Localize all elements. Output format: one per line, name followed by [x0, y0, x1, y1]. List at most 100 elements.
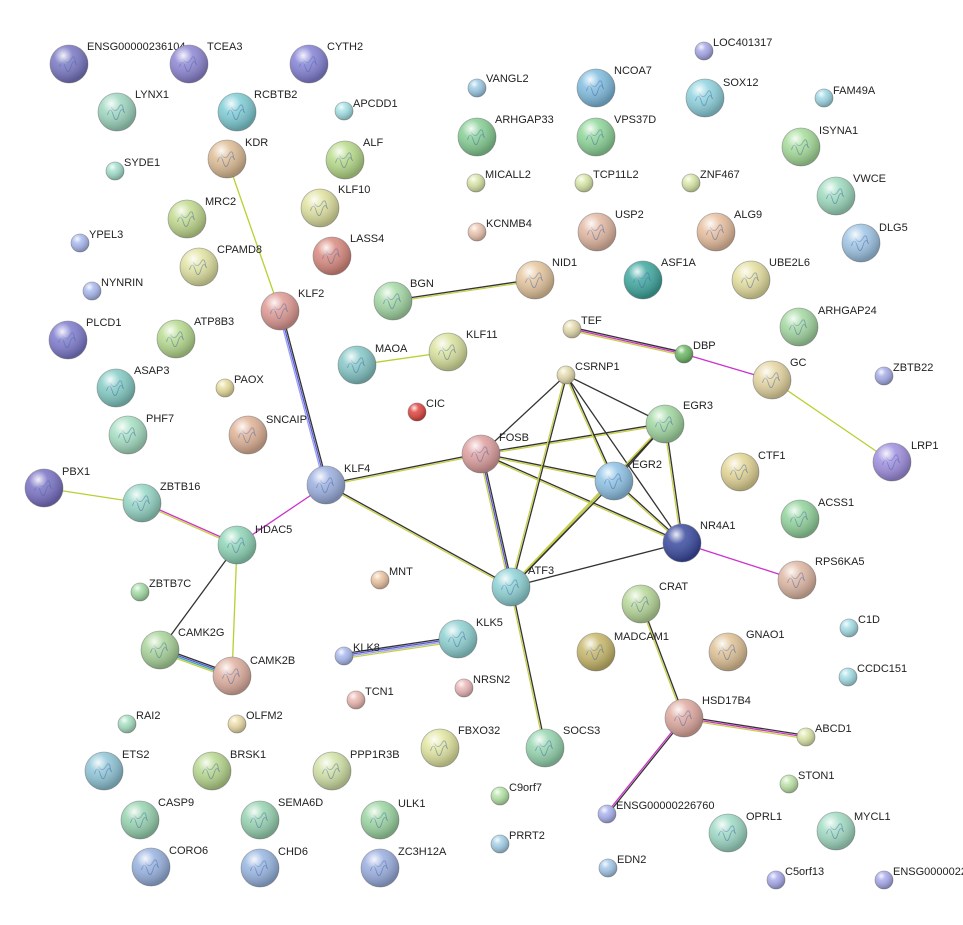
edge-fosb-egr3[interactable] [480, 422, 666, 456]
node-casp9[interactable]: CASP9 [120, 797, 194, 840]
node-vps37d[interactable]: VPS37D [576, 114, 656, 157]
node-klk8[interactable]: KLK8 [334, 642, 380, 666]
edge-fosb-atf3[interactable] [478, 453, 514, 588]
edge-egr2-atf3[interactable] [509, 479, 616, 589]
node-pbx1[interactable]: PBX1 [24, 466, 90, 508]
node-alg9[interactable]: ALG9 [696, 209, 762, 252]
node-edn2[interactable]: EDN2 [598, 854, 646, 878]
node-mycl1[interactable]: MYCL1 [816, 811, 891, 851]
node-coro6[interactable]: CORO6 [131, 845, 208, 887]
node-nr4a1[interactable]: NR4A1 [662, 520, 735, 563]
node-rcbtb2[interactable]: RCBTB2 [217, 89, 297, 132]
edge-kdr-klf2[interactable] [226, 158, 281, 312]
node-rai2[interactable]: RAI2 [117, 710, 160, 734]
node-ncoa7[interactable]: NCOA7 [576, 65, 652, 108]
node-nrsn2[interactable]: NRSN2 [454, 674, 510, 698]
node-egr3[interactable]: EGR3 [645, 400, 713, 444]
node-ets2[interactable]: ETS2 [84, 749, 150, 791]
node-ensg00000236104[interactable]: ENSG00000236104 [49, 41, 185, 84]
node-usp2[interactable]: USP2 [577, 209, 644, 252]
node-kdr[interactable]: KDR [207, 137, 268, 179]
node-klf11[interactable]: KLF11 [428, 329, 498, 372]
node-sncaip[interactable]: SNCAIP [228, 414, 307, 455]
node-paox[interactable]: PAOX [215, 374, 264, 398]
node-acss1[interactable]: ACSS1 [780, 497, 854, 539]
node-lynx1[interactable]: LYNX1 [97, 89, 169, 132]
edge-fosb-egr2[interactable] [480, 452, 615, 483]
edge-hdac5-camk2b[interactable] [231, 544, 238, 677]
node-plcd1[interactable]: PLCD1 [48, 317, 121, 360]
edge-hsd17b4-ensg00000226760[interactable] [605, 717, 686, 815]
node-hsd17b4[interactable]: HSD17B4 [664, 695, 751, 738]
node-vwce[interactable]: VWCE [816, 173, 886, 216]
node-tcn1[interactable]: TCN1 [346, 686, 394, 710]
node-micall2[interactable]: MICALL2 [466, 169, 531, 193]
node-nynrin[interactable]: NYNRIN [82, 277, 143, 301]
node-fosb[interactable]: FOSB [461, 432, 529, 474]
node-hdac5[interactable]: HDAC5 [217, 524, 292, 565]
node-asap3[interactable]: ASAP3 [96, 365, 169, 408]
node-phf7[interactable]: PHF7 [108, 413, 174, 455]
node-ston1[interactable]: STON1 [779, 770, 834, 794]
node-tcp11l2[interactable]: TCP11L2 [574, 169, 639, 193]
edge-bgn-nid1[interactable] [392, 278, 536, 303]
node-cic[interactable]: CIC [407, 398, 445, 422]
edge-csrnp1-nr4a1[interactable] [565, 374, 683, 544]
node-syde1[interactable]: SYDE1 [105, 157, 160, 181]
node-asf1a[interactable]: ASF1A [623, 257, 697, 300]
edge-hdac5-camk2g[interactable] [159, 544, 238, 651]
node-camk2g[interactable]: CAMK2G [140, 627, 224, 670]
edge-fosb-nr4a1[interactable] [480, 452, 683, 545]
node-mnt[interactable]: MNT [370, 566, 413, 590]
node-camk2b[interactable]: CAMK2B [212, 655, 295, 696]
node-gc[interactable]: GC [752, 357, 807, 400]
node-cyth2[interactable]: CYTH2 [289, 41, 363, 84]
node-bgn[interactable]: BGN [373, 278, 434, 321]
node-dlg5[interactable]: DLG5 [841, 222, 908, 263]
node-isyna1[interactable]: ISYNA1 [781, 125, 858, 167]
node-loc401317[interactable]: LOC401317 [694, 37, 772, 61]
edge-klf2-klf4[interactable] [277, 310, 329, 486]
node-klk5[interactable]: KLK5 [438, 617, 503, 659]
node-c5orf13[interactable]: C5orf13 [766, 866, 824, 890]
node-fbxo32[interactable]: FBXO32 [420, 725, 500, 768]
node-apcdd1[interactable]: APCDD1 [334, 98, 398, 121]
edge-tef-dbp[interactable] [571, 326, 685, 357]
node-fam49a[interactable]: FAM49A [814, 85, 876, 108]
node-sox12[interactable]: SOX12 [685, 77, 758, 118]
edge-nr4a1-rps6ka5[interactable] [681, 542, 798, 581]
node-ensg00000226760[interactable]: ENSG00000226760 [597, 800, 714, 824]
node-ypel3[interactable]: YPEL3 [70, 229, 123, 253]
node-ulk1[interactable]: ULK1 [360, 798, 426, 840]
edge-atf3-socs3[interactable] [509, 586, 547, 749]
edge-csrnp1-atf3[interactable] [509, 374, 568, 588]
node-nid1[interactable]: NID1 [515, 257, 577, 300]
node-socs3[interactable]: SOCS3 [525, 725, 600, 768]
node-tcea3[interactable]: TCEA3 [169, 41, 242, 84]
node-olfm2[interactable]: OLFM2 [227, 710, 283, 734]
node-klf2[interactable]: KLF2 [260, 288, 324, 331]
node-brsk1[interactable]: BRSK1 [192, 749, 266, 791]
node-atp8b3[interactable]: ATP8B3 [156, 316, 234, 359]
node-crat[interactable]: CRAT [621, 581, 688, 624]
node-egr2[interactable]: EGR2 [594, 459, 662, 501]
node-kcnmb4[interactable]: KCNMB4 [467, 218, 532, 242]
edge-nr4a1-atf3[interactable] [510, 542, 683, 588]
node-klf10[interactable]: KLF10 [300, 184, 370, 228]
edge-hsd17b4-abcd1[interactable] [683, 715, 807, 740]
node-arhgap24[interactable]: ARHGAP24 [779, 305, 877, 347]
node-lass4[interactable]: LASS4 [312, 233, 384, 276]
node-ensg0000022[interactable]: ENSG0000022 [874, 866, 963, 890]
node-ube2l6[interactable]: UBE2L6 [731, 257, 810, 300]
node-oprl1[interactable]: OPRL1 [708, 811, 782, 853]
edge-csrnp1-egr2[interactable] [564, 374, 616, 482]
node-ctf1[interactable]: CTF1 [720, 450, 786, 492]
node-madcam1[interactable]: MADCAM1 [576, 631, 669, 672]
node-mrc2[interactable]: MRC2 [167, 196, 236, 239]
node-vangl2[interactable]: VANGL2 [467, 73, 529, 98]
node-abcd1[interactable]: ABCD1 [796, 723, 852, 747]
node-alf[interactable]: ALF [325, 137, 383, 180]
node-dbp[interactable]: DBP [674, 340, 716, 364]
node-sema6d[interactable]: SEMA6D [240, 797, 323, 840]
edge-klf4-fosb[interactable] [325, 452, 482, 487]
